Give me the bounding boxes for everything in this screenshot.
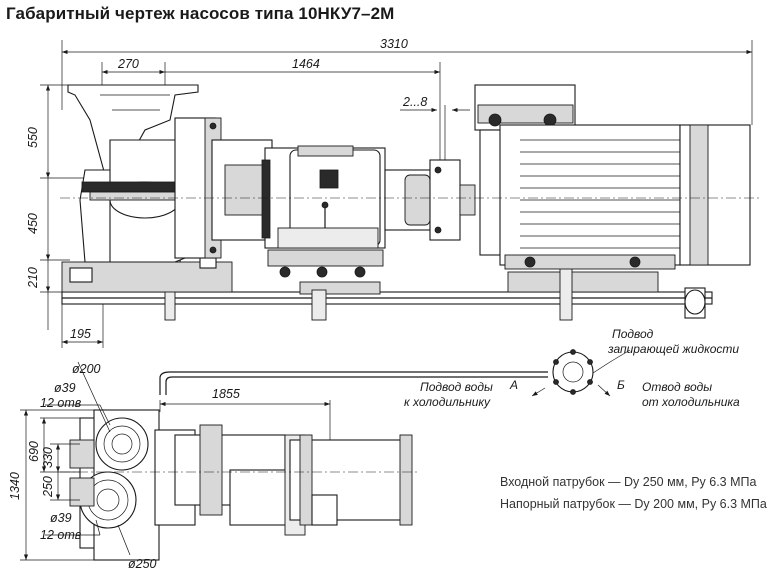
dim-dia39-bottom: ø39 xyxy=(50,511,72,525)
dim-550: 550 xyxy=(26,127,40,148)
label-inlet-line2: к холодильнику xyxy=(404,395,491,409)
dimension-lines-bottom xyxy=(20,361,131,561)
dim-270: 270 xyxy=(117,57,139,71)
dim-330: 330 xyxy=(41,447,55,468)
label-outlet-line2: от холодильника xyxy=(642,395,740,409)
label-inlet-line1: Подвод воды xyxy=(420,380,493,394)
drawing-title: Габаритный чертеж насосов типа 10НКУ7–2М xyxy=(6,4,395,23)
label-sealing-line1: Подвод xyxy=(612,327,654,341)
dim-holes-top: 12 отв xyxy=(40,396,82,410)
side-view-pump xyxy=(60,84,760,321)
dim-690: 690 xyxy=(27,441,41,462)
dim-450: 450 xyxy=(26,213,40,234)
label-outlet-line1: Отвод воды xyxy=(642,380,712,394)
dim-dia200: ø200 xyxy=(72,362,101,376)
dim-gap: 2...8 xyxy=(402,95,427,109)
label-sealing-line2: запирающей жидкости xyxy=(607,342,739,356)
dim-1855: 1855 xyxy=(212,387,240,401)
dim-dia250: ø250 xyxy=(128,557,157,571)
spec-outlet: Напорный патрубок — Dу 200 мм, Pу 6.3 МП… xyxy=(500,497,767,511)
dim-3310: 3310 xyxy=(380,37,408,51)
dim-210: 210 xyxy=(26,267,40,289)
dim-dia39-top: ø39 xyxy=(54,381,76,395)
label-letter-b: Б xyxy=(617,378,625,392)
dim-holes-bottom: 12 отв xyxy=(40,528,82,542)
spec-inlet: Входной патрубок — Dу 250 мм, Pу 6.3 МПа xyxy=(500,475,757,489)
dim-1340: 1340 xyxy=(8,472,22,500)
plan-view-pump xyxy=(60,349,631,561)
label-letter-a: А xyxy=(509,378,518,392)
dim-195: 195 xyxy=(70,327,91,341)
dim-250: 250 xyxy=(41,476,55,498)
dim-1464: 1464 xyxy=(292,57,320,71)
